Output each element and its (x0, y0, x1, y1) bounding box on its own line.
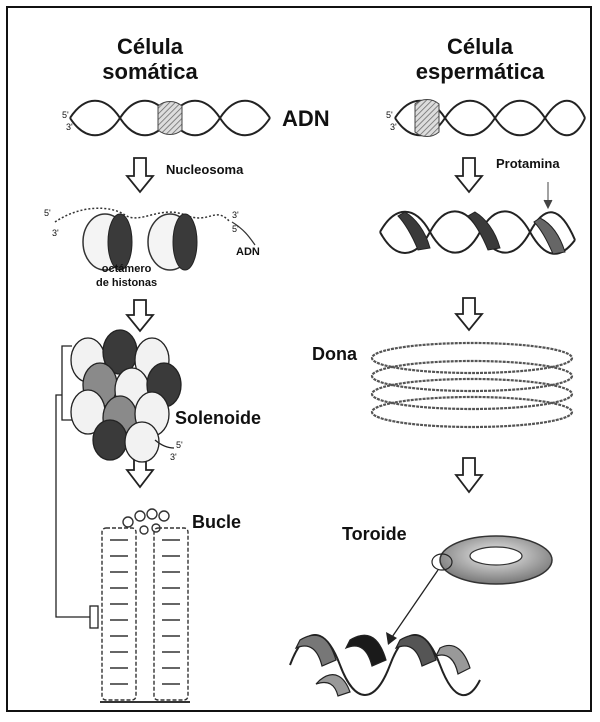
strand-end-3: 3' (170, 452, 177, 462)
chromatin-loop (100, 509, 190, 702)
strand-end-5: 5' (232, 224, 239, 234)
sperm-title-line2: espermática (400, 59, 560, 84)
histone-octamer-label: octámero de histonas (96, 262, 157, 290)
protamine-dna (380, 182, 575, 254)
solenoid-label: Solenoide (175, 408, 261, 429)
strand-end-5: 5' (176, 440, 183, 450)
histone-octamer-line1: octámero (96, 262, 157, 276)
toroid (386, 536, 552, 645)
somatic-column-title: Célula somática (80, 34, 220, 84)
strand-end-3: 3' (232, 210, 239, 220)
loop-label: Bucle (192, 512, 241, 533)
somatic-title-line1: Célula (80, 34, 220, 59)
somatic-title-line2: somática (80, 59, 220, 84)
strand-end-5: 5' (44, 208, 51, 218)
strand-end-5: 5' (62, 110, 69, 120)
solenoid (71, 330, 181, 462)
strand-end-3: 3' (52, 228, 59, 238)
somatic-dna-helix (70, 101, 270, 136)
donut-coil (372, 343, 572, 427)
dna-small-label: ADN (236, 246, 260, 258)
sperm-title-line1: Célula (400, 34, 560, 59)
toroid-label: Toroide (342, 524, 407, 545)
strand-end-3: 3' (390, 122, 397, 132)
sperm-dna-helix (395, 100, 585, 137)
compacted-dna (290, 635, 480, 696)
strand-end-5: 5' (386, 110, 393, 120)
histone-octamer-line2: de histonas (96, 276, 157, 290)
dna-center-label: ADN (282, 106, 330, 132)
nucleosome-fiber (55, 208, 255, 270)
strand-end-3: 3' (66, 122, 73, 132)
nucleosome-label: Nucleosoma (166, 162, 243, 177)
protamine-label: Protamina (496, 156, 560, 171)
sperm-column-title: Célula espermática (400, 34, 560, 84)
donut-label: Dona (312, 344, 357, 365)
